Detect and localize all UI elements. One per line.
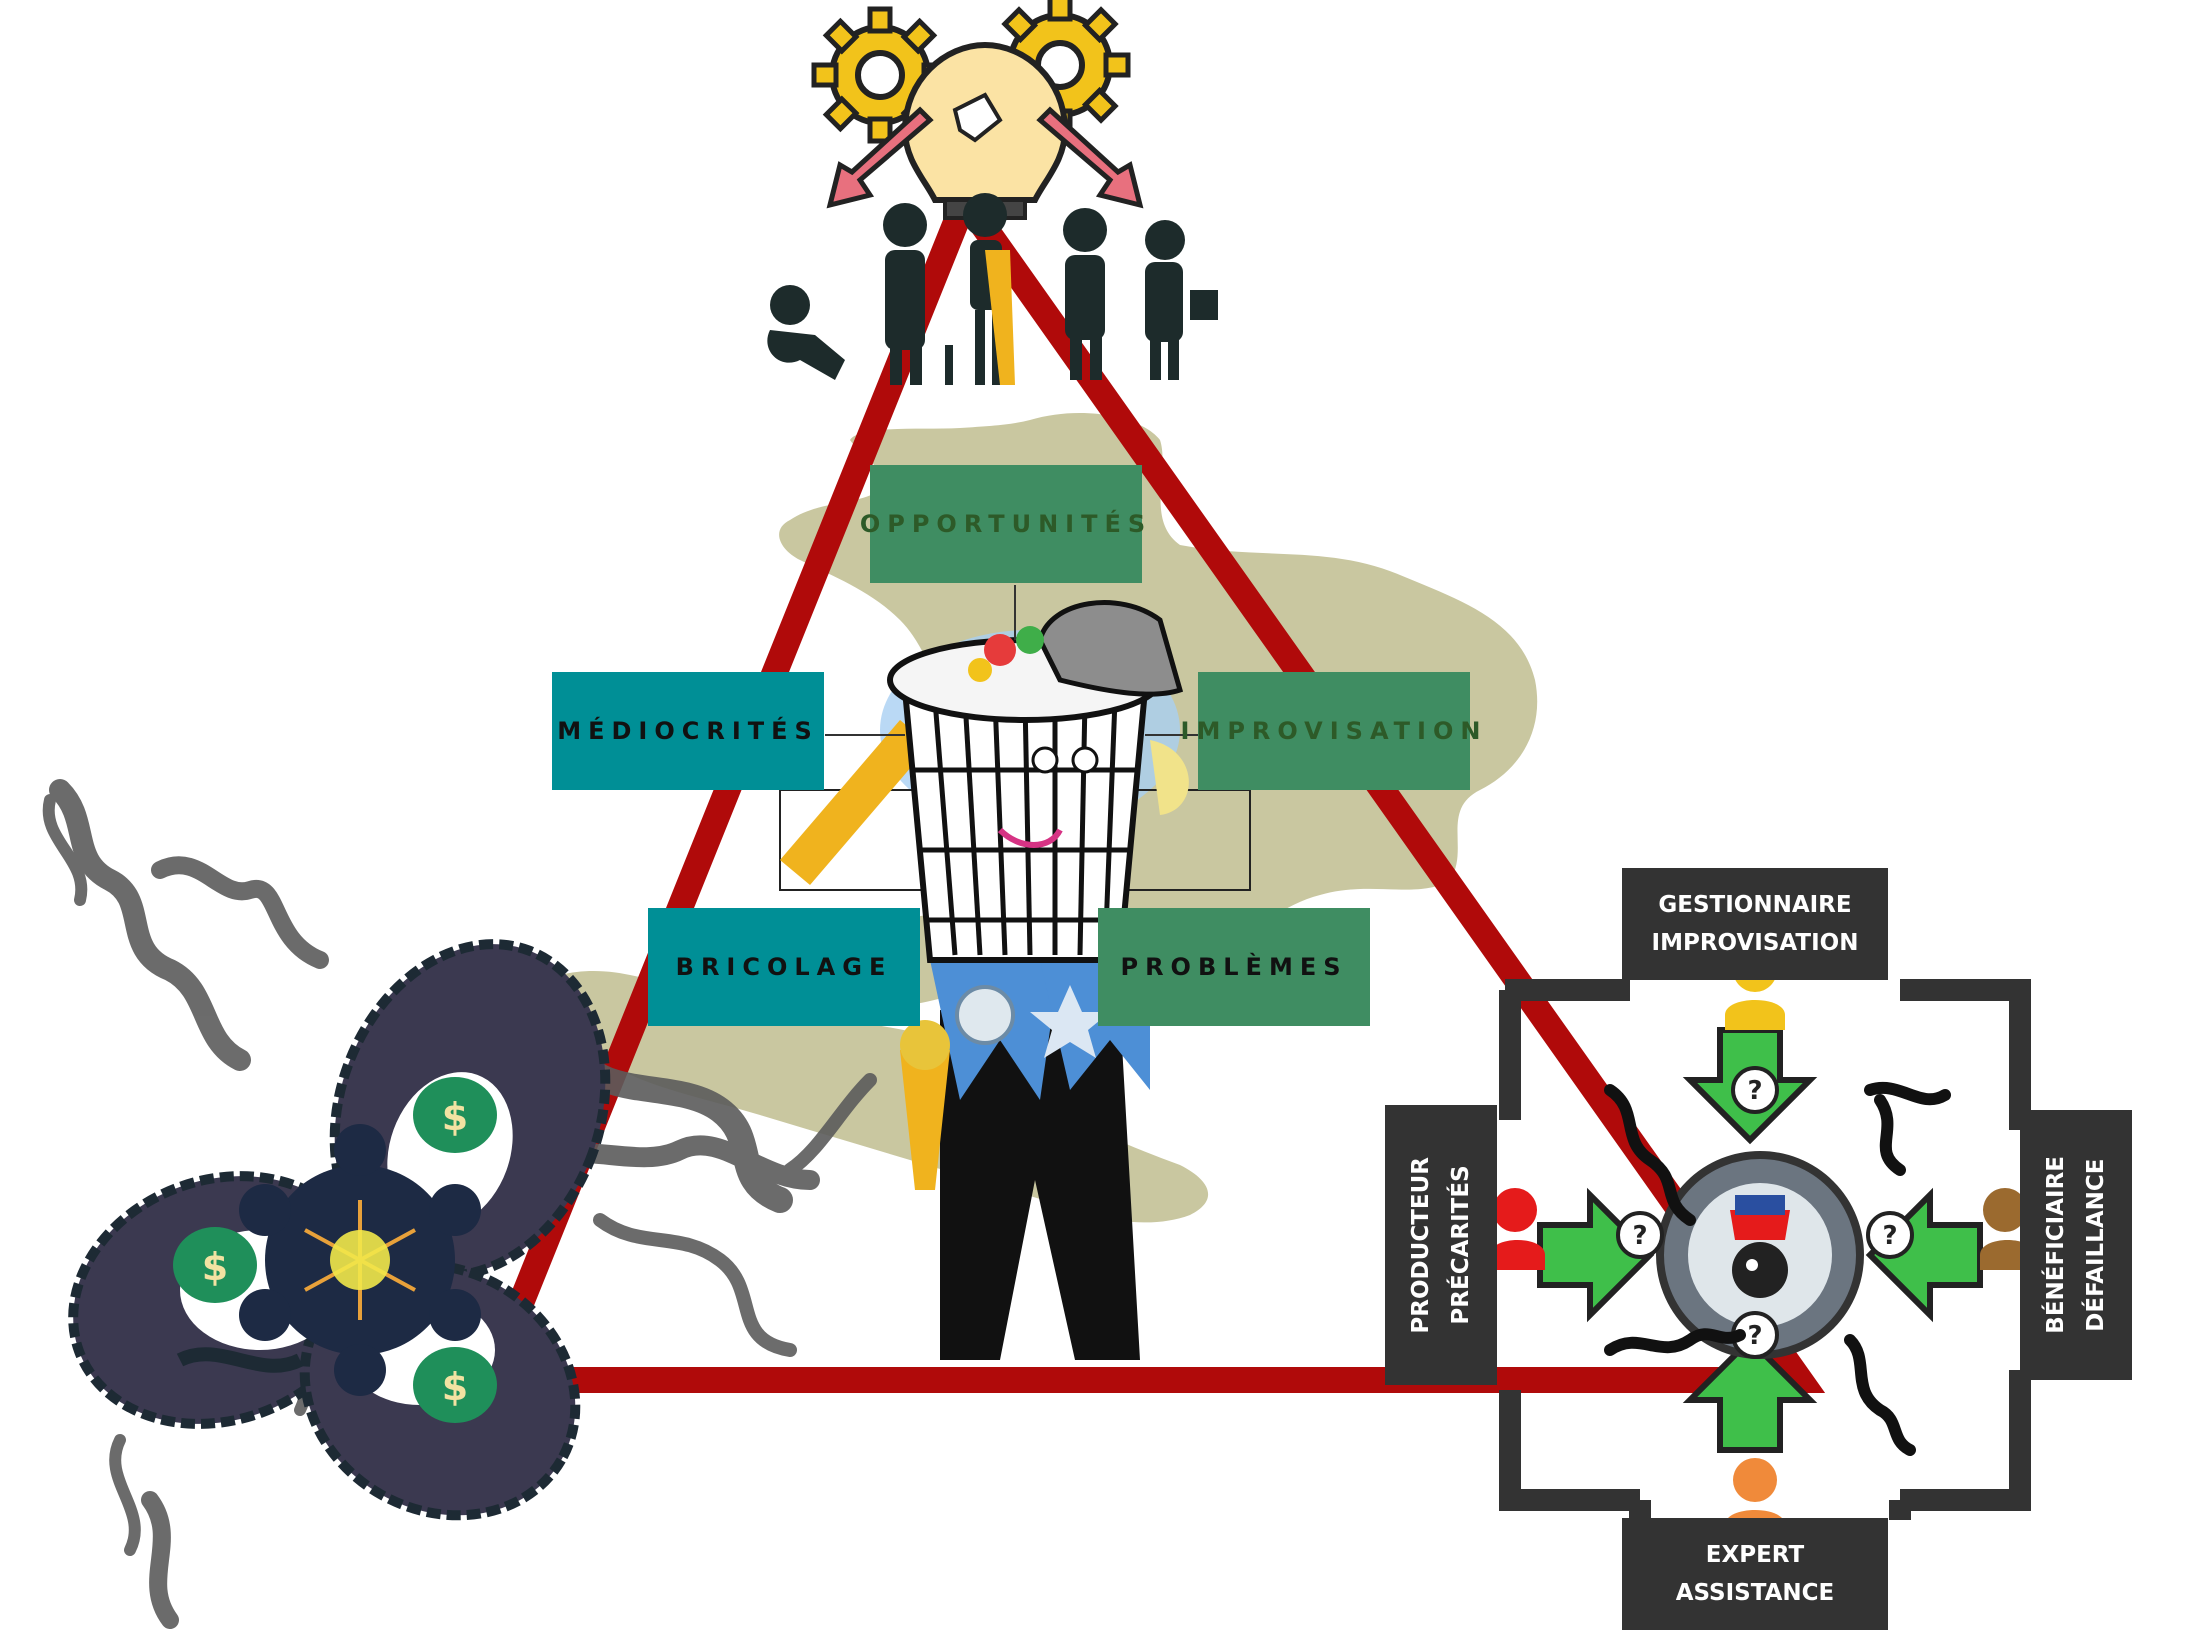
concept-bricolage: BRICOLAGE xyxy=(648,908,920,1026)
svg-text:?: ? xyxy=(1632,1221,1647,1251)
stakeholder-cross-panel-icon xyxy=(1499,979,2031,1520)
svg-text:$: $ xyxy=(442,1365,468,1409)
role-gestionnaire-line1: GESTIONNAIRE xyxy=(1658,892,1852,918)
framework-triangle xyxy=(470,173,1826,1393)
dollar-bag-icon: $ xyxy=(413,1077,497,1153)
role-expert-line2: ASSISTANCE xyxy=(1675,1580,1835,1606)
svg-text:$: $ xyxy=(442,1095,468,1139)
broken-lightbulb-gears-icon xyxy=(811,0,1144,220)
svg-text:$: $ xyxy=(202,1245,228,1289)
question-mark-icon: ? ? ? ? xyxy=(1616,1066,1914,1359)
center-gear-icon xyxy=(1656,1151,1864,1359)
role-beneficiaire-line1: BÉNÉFICIAIRE xyxy=(2043,1156,2069,1334)
role-gestionnaire-line2: IMPROVISATION xyxy=(1651,930,1859,956)
role-producteur: PRODUCTEUR PRÉCARITÉS xyxy=(1385,1105,1497,1385)
concept-problemes: PROBLÈMES xyxy=(1098,908,1370,1026)
flower-bouquet-icon xyxy=(985,250,1015,385)
concept-improvisation: IMPROVISATION xyxy=(1181,672,1480,790)
role-gestionnaire: GESTIONNAIRE IMPROVISATION xyxy=(1622,868,1888,980)
role-expert-line1: EXPERT xyxy=(1705,1542,1805,1568)
concept-opportunites: OPPORTUNITÉS xyxy=(860,465,1145,583)
dollar-bag-icon: $ xyxy=(413,1347,497,1423)
flower-bouquet-icon xyxy=(900,1020,950,1190)
role-beneficiaire: BÉNÉFICIAIRE DÉFAILLANCE xyxy=(2020,1110,2132,1380)
dollar-bag-icon: $ xyxy=(173,1227,257,1303)
trash-can-character-icon xyxy=(779,600,1251,1360)
role-producteur-line2: PRÉCARITÉS xyxy=(1448,1165,1474,1325)
concept-mediocrites: MÉDIOCRITÉS xyxy=(552,672,824,790)
svg-text:?: ? xyxy=(1747,1321,1762,1351)
smoke-icon xyxy=(1604,1082,1951,1456)
svg-text:?: ? xyxy=(1882,1221,1897,1251)
role-producteur-line1: PRODUCTEUR xyxy=(1408,1156,1434,1334)
svg-text:?: ? xyxy=(1747,1076,1762,1106)
role-expert: EXPERT ASSISTANCE xyxy=(1622,1518,1888,1630)
chained-money-trefoil-icon: $ $ $ xyxy=(68,939,611,1521)
role-beneficiaire-line2: DÉFAILLANCE xyxy=(2083,1158,2109,1332)
